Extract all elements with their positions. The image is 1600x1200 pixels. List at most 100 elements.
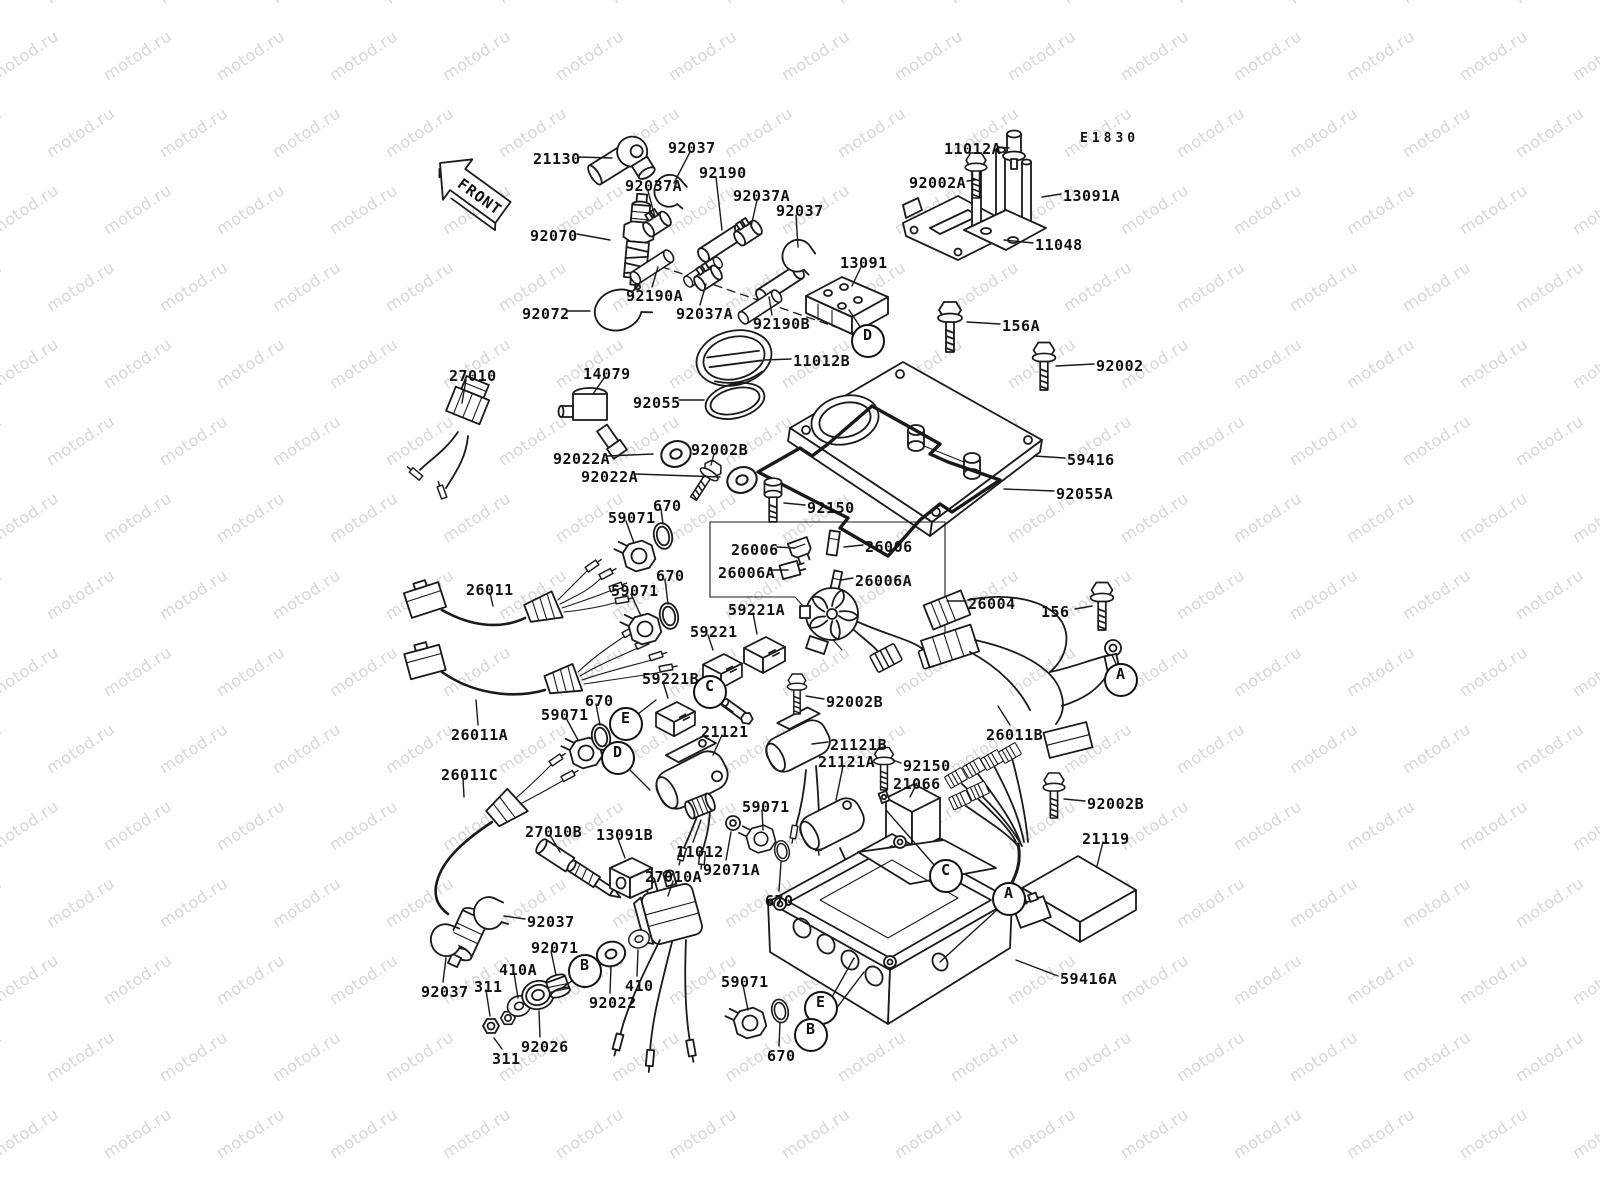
terminal-nut-11012 (684, 792, 716, 820)
part-label-21130: 21130 (533, 150, 581, 168)
part-label-26006A: 26006A (718, 564, 776, 582)
part-label-92037: 92037 (776, 202, 824, 220)
part-label-21119: 21119 (1082, 830, 1130, 848)
cover-gasket (756, 404, 1002, 558)
harness-26011 (402, 556, 635, 627)
bush-92071 (545, 973, 571, 999)
part-label-670: 670 (585, 692, 614, 710)
part-label-670: 670 (767, 1047, 796, 1065)
part-label-26011A: 26011A (451, 726, 509, 744)
fuse-26006-2 (825, 529, 841, 557)
callout-C: C (928, 858, 963, 893)
part-label-156: 156 (1041, 603, 1070, 621)
part-label-13091A: 13091A (1063, 187, 1121, 205)
diagram-code: E1830 (1080, 131, 1140, 146)
part-label-11012B: 11012B (793, 352, 851, 370)
part-label-59071: 59071 (611, 582, 659, 600)
part-label-59416: 59416 (1067, 451, 1115, 469)
part-label-670: 670 (656, 567, 685, 585)
part-label-156A: 156A (1002, 317, 1041, 335)
part-label-92002B: 92002B (1087, 795, 1145, 813)
part-label-59071: 59071 (742, 798, 790, 816)
part-label-92022: 92022 (589, 994, 637, 1012)
part-label-92002B: 92002B (691, 441, 749, 459)
part-label-92071A: 92071A (703, 861, 761, 879)
part-label-27010: 27010 (449, 367, 497, 385)
part-label-13091B: 13091B (596, 826, 654, 844)
part-label-21066: 21066 (893, 775, 941, 793)
part-label-92037: 92037 (527, 913, 575, 931)
part-label-92037A: 92037A (676, 305, 734, 323)
part-label-92026: 92026 (521, 1038, 569, 1056)
trigger-rotor (799, 587, 859, 655)
part-label-92055A: 92055A (1056, 485, 1114, 503)
part-label-27010B: 27010B (525, 823, 583, 841)
temperature-sensor (404, 375, 491, 500)
hex-nut-311-a (482, 1018, 500, 1034)
part-label-26006: 26006 (865, 538, 913, 556)
part-label-92190B: 92190B (753, 315, 811, 333)
part-label-13091: 13091 (840, 254, 888, 272)
part-label-92190: 92190 (699, 164, 747, 182)
part-label-92037: 92037 (421, 983, 469, 1001)
callout-A: A (1103, 662, 1138, 697)
part-label-92055: 92055 (633, 394, 681, 412)
leader-lines (442, 146, 1118, 1050)
part-label-92022A: 92022A (581, 468, 639, 486)
breather-fitting (557, 387, 628, 460)
part-label-670: 670 (653, 497, 682, 515)
harness-26011c (426, 750, 580, 969)
rotor-lead-2 (857, 621, 925, 651)
ignition-coil-21121b (765, 706, 831, 857)
part-label-26004: 26004 (968, 595, 1016, 613)
part-label-92037A: 92037A (625, 177, 683, 195)
callout-E: E (608, 706, 643, 741)
callout-A: A (991, 881, 1026, 916)
cap-o-ring (704, 382, 766, 420)
part-label-59071: 59071 (541, 706, 589, 724)
callout-D: D (850, 323, 885, 358)
part-label-670: 670 (765, 892, 794, 910)
ignition-coil-bracket (805, 276, 889, 335)
sensor-probe-27010b (535, 838, 622, 899)
part-label-92150: 92150 (903, 757, 951, 775)
part-label-21121: 21121 (701, 723, 749, 741)
part-label-92037A: 92037A (733, 187, 791, 205)
part-label-92071: 92071 (531, 939, 579, 957)
part-label-59071: 59071 (608, 509, 656, 527)
part-label-11048: 11048 (1035, 236, 1083, 254)
part-label-21121B: 21121B (830, 736, 888, 754)
harness-26011a (403, 623, 679, 696)
fuse-26006a-1 (778, 560, 807, 580)
band-clamp (593, 282, 654, 332)
part-label-59221A: 59221A (728, 601, 786, 619)
part-label-92190A: 92190A (626, 287, 684, 305)
part-label-59071: 59071 (721, 973, 769, 991)
spark-plug-cap (587, 135, 656, 186)
part-label-59221: 59221 (690, 623, 738, 641)
part-label-311: 311 (474, 978, 503, 996)
joint-tubes-and-clamps (627, 170, 857, 335)
part-label-26011B: 26011B (986, 726, 1044, 744)
part-label-26011: 26011 (466, 581, 514, 599)
part-label-26006A: 26006A (855, 572, 913, 590)
callout-D: D (600, 740, 635, 775)
part-label-92037: 92037 (668, 139, 716, 157)
spacer-block-13091b (609, 857, 653, 899)
terminal-cap-11012a (1002, 129, 1026, 170)
part-label-21121A: 21121A (818, 753, 876, 771)
part-label-410: 410 (625, 977, 654, 995)
ignition-coil-21121 (655, 735, 729, 871)
callout-B: B (793, 1017, 828, 1052)
part-label-27010A: 27010A (645, 868, 703, 886)
part-label-92002A: 92002A (909, 174, 967, 192)
part-label-59416A: 59416A (1060, 970, 1118, 988)
callout-C: C (692, 674, 727, 709)
part-label-26011C: 26011C (441, 766, 499, 784)
part-label-92002: 92002 (1096, 357, 1144, 375)
oil-filler-cap (695, 329, 773, 387)
part-label-14079: 14079 (583, 365, 631, 383)
part-label-92022A: 92022A (553, 450, 611, 468)
part-label-92070: 92070 (530, 227, 578, 245)
part-label-410A: 410A (499, 961, 538, 979)
